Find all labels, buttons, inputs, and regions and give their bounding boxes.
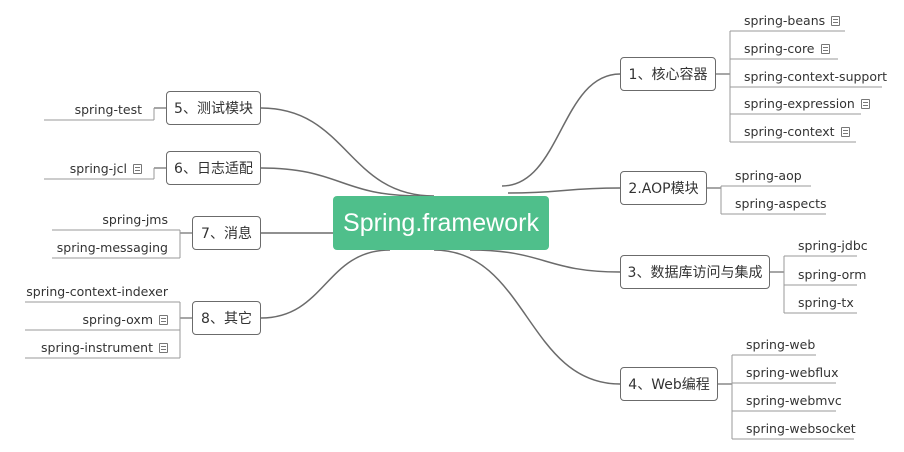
branch-line-other [260, 249, 391, 319]
leaf-label: spring-expression [744, 96, 855, 111]
note-icon[interactable] [133, 164, 142, 174]
root-topic[interactable]: Spring.framework [333, 196, 549, 250]
leaf-spring-core[interactable]: spring-core [744, 41, 830, 57]
leaf-spring-webmvc[interactable]: spring-webmvc [746, 393, 842, 409]
note-icon[interactable] [860, 99, 870, 109]
leaf-label: spring-jdbc [798, 238, 868, 253]
leaf-label: spring-jms [102, 212, 168, 227]
branch-line-web [433, 249, 621, 385]
leaf-spring-jdbc[interactable]: spring-jdbc [798, 238, 868, 254]
branch-line-core [501, 73, 621, 187]
leaf-spring-messaging[interactable]: spring-messaging [57, 240, 168, 256]
branch-line-aop [507, 187, 621, 194]
leaf-spring-orm[interactable]: spring-orm [798, 267, 866, 283]
leaf-label: spring-orm [798, 267, 867, 282]
topic-core[interactable]: 1、核心容器 [620, 57, 716, 91]
leaf-label: spring-web [746, 337, 816, 352]
topic-test[interactable]: 5、测试模块 [166, 91, 261, 125]
leaf-spring-websocket[interactable]: spring-websocket [746, 421, 856, 437]
topic-msg[interactable]: 7、消息 [192, 216, 261, 250]
branch-line-test [260, 107, 435, 197]
leaf-label: spring-context [744, 124, 835, 139]
leaf-spring-tx[interactable]: spring-tx [798, 295, 854, 311]
topic-aop[interactable]: 2.AOP模块 [620, 171, 707, 205]
leaf-label: spring-jcl [69, 161, 127, 176]
topic-other[interactable]: 8、其它 [192, 301, 261, 335]
leaf-spring-context-support[interactable]: spring-context-support [744, 69, 887, 85]
leaf-spring-context[interactable]: spring-context [744, 124, 850, 140]
leaf-label: spring-instrument [41, 340, 153, 355]
leaf-label: spring-core [744, 41, 815, 56]
leaf-spring-test[interactable]: spring-test [75, 102, 142, 118]
topic-log[interactable]: 6、日志适配 [166, 151, 261, 185]
note-icon[interactable] [159, 315, 168, 325]
leaf-label: spring-context-support [744, 69, 888, 84]
leaf-spring-web[interactable]: spring-web [746, 337, 815, 353]
leaf-spring-beans[interactable]: spring-beans [744, 13, 841, 29]
note-icon[interactable] [840, 127, 850, 137]
leaf-spring-instrument[interactable]: spring-instrument [41, 340, 168, 356]
leaf-spring-aspects[interactable]: spring-aspects [735, 196, 827, 212]
leaf-label: spring-messaging [56, 240, 168, 255]
leaf-spring-oxm[interactable]: spring-oxm [82, 312, 168, 328]
leaf-spring-aop[interactable]: spring-aop [735, 168, 802, 184]
leaf-label: spring-aop [735, 168, 802, 183]
topic-data[interactable]: 3、数据库访问与集成 [620, 255, 770, 289]
branch-line-log [260, 167, 421, 197]
leaf-spring-context-indexer[interactable]: spring-context-indexer [26, 284, 168, 300]
leaf-spring-jms[interactable]: spring-jms [102, 212, 168, 228]
leaf-label: spring-aspects [735, 196, 827, 211]
leaf-label: spring-webflux [746, 365, 839, 380]
note-icon[interactable] [820, 44, 830, 54]
note-icon[interactable] [159, 343, 168, 353]
leaf-label: spring-tx [798, 295, 854, 310]
leaf-label: spring-test [74, 102, 142, 117]
leaf-spring-expression[interactable]: spring-expression [744, 96, 870, 112]
leaf-label: spring-webmvc [746, 393, 842, 408]
leaf-label: spring-context-indexer [26, 284, 168, 299]
branch-line-data [469, 249, 621, 273]
leaf-spring-jcl[interactable]: spring-jcl [70, 161, 142, 177]
leaf-label: spring-beans [744, 13, 826, 28]
leaf-label: spring-oxm [82, 312, 154, 327]
leaf-label: spring-websocket [746, 421, 856, 436]
topic-web[interactable]: 4、Web编程 [620, 367, 718, 401]
leaf-spring-webflux[interactable]: spring-webflux [746, 365, 838, 381]
note-icon[interactable] [831, 16, 841, 26]
